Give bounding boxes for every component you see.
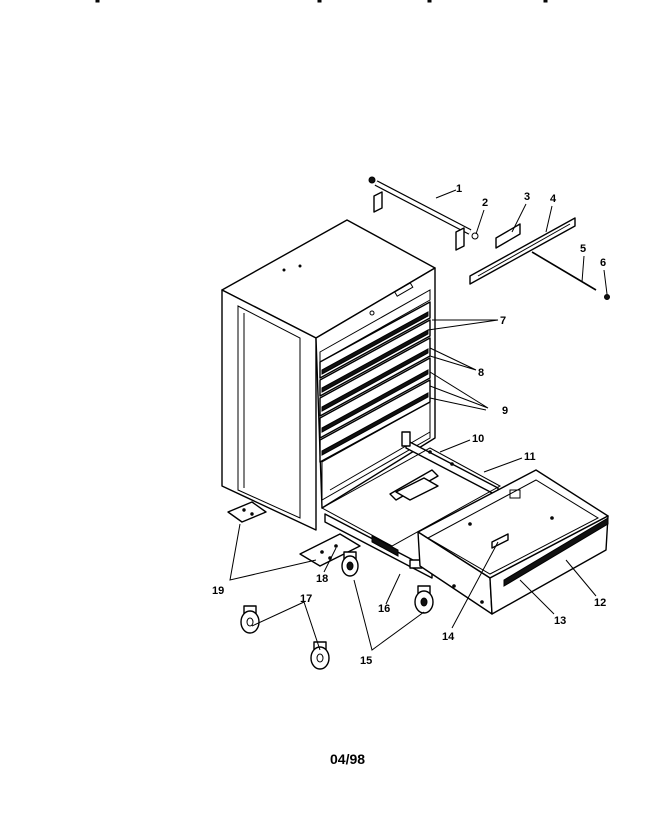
callout-14: 14 — [442, 631, 455, 643]
callout-7: 7 — [500, 315, 506, 327]
casters — [240, 551, 434, 670]
callout-8: 8 — [478, 367, 484, 379]
callout-labels: 1 2 3 4 5 6 7 8 9 10 11 12 13 14 15 16 1… — [212, 183, 606, 667]
callout-16: 16 — [378, 603, 390, 615]
callout-5: 5 — [580, 243, 586, 255]
scan-artifacts — [95, 0, 548, 3]
callout-1: 1 — [456, 183, 462, 195]
callout-11: 11 — [524, 451, 536, 463]
slide-4 — [469, 217, 576, 285]
callout-19: 19 — [212, 585, 224, 597]
callout-13: 13 — [554, 615, 566, 627]
callout-9: 9 — [502, 405, 508, 417]
rod-5 — [531, 251, 597, 291]
footer-code: 04/98 — [330, 751, 365, 767]
bracket-3 — [495, 223, 521, 249]
cabinet — [221, 219, 436, 531]
callout-6: 6 — [600, 257, 606, 269]
callout-10: 10 — [472, 433, 484, 445]
screw-6 — [604, 294, 610, 300]
drawer-stack — [319, 301, 431, 463]
callout-17: 17 — [300, 593, 312, 605]
foot-plates — [227, 477, 439, 567]
callout-3: 3 — [524, 191, 530, 203]
cabinet-left-side — [221, 289, 317, 531]
open-drawer — [417, 469, 609, 615]
callout-lines — [229, 189, 608, 651]
callout-4: 4 — [550, 193, 557, 205]
handle-assembly — [368, 176, 479, 251]
callout-2: 2 — [482, 197, 488, 209]
callout-12: 12 — [594, 597, 606, 609]
callout-18: 18 — [316, 573, 328, 585]
callout-15: 15 — [360, 655, 372, 667]
drawer-slides — [324, 431, 499, 579]
